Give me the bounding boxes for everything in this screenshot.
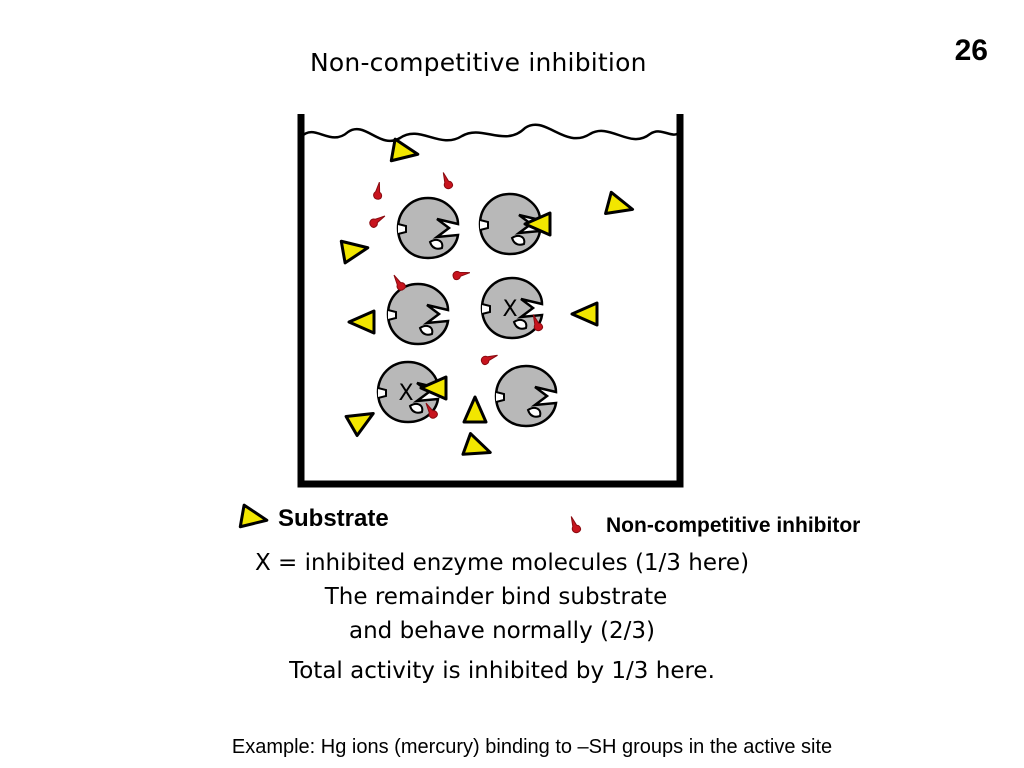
legend-substrate-label: Substrate bbox=[278, 505, 389, 532]
substrate bbox=[389, 137, 422, 167]
enzyme-6 bbox=[494, 364, 558, 428]
example-text: Example: Hg ions (mercury) binding to –S… bbox=[231, 736, 833, 758]
inhibitor bbox=[451, 268, 472, 281]
substrate bbox=[347, 309, 376, 335]
enzyme-1 bbox=[396, 196, 460, 260]
inhibitor bbox=[439, 170, 454, 191]
beaker-outline bbox=[297, 114, 684, 488]
diagram-title: Non-competitive inhibition bbox=[310, 48, 647, 77]
caption-line-4: Total activity is inhibited by 1/3 here. bbox=[289, 658, 715, 684]
legend-inhibitor-label: Non-competitive inhibitor bbox=[606, 514, 861, 537]
substrate bbox=[344, 402, 381, 438]
inhibitor bbox=[390, 272, 408, 293]
legend-substrate-icon bbox=[238, 503, 271, 533]
substrate bbox=[339, 235, 372, 265]
caption-line-2: The remainder bind substrate bbox=[324, 584, 668, 610]
inhibitor bbox=[479, 351, 500, 366]
liquid-surface bbox=[300, 123, 681, 142]
inhibitor bbox=[372, 181, 385, 201]
inhibitor bbox=[367, 212, 388, 230]
substrate bbox=[462, 395, 488, 424]
caption-line-3: and behave normally (2/3) bbox=[349, 618, 655, 644]
substrate bbox=[604, 190, 637, 222]
enzyme-marker-x: X bbox=[398, 381, 413, 406]
slide-number: 26 bbox=[954, 34, 988, 67]
substrate bbox=[461, 432, 496, 465]
enzyme-3 bbox=[386, 282, 450, 346]
legend-inhibitor-icon bbox=[567, 514, 582, 535]
caption-line-1: X = inhibited enzyme molecules (1/3 here… bbox=[254, 550, 750, 576]
enzyme-marker-x: X bbox=[502, 297, 517, 322]
substrate bbox=[570, 301, 599, 327]
